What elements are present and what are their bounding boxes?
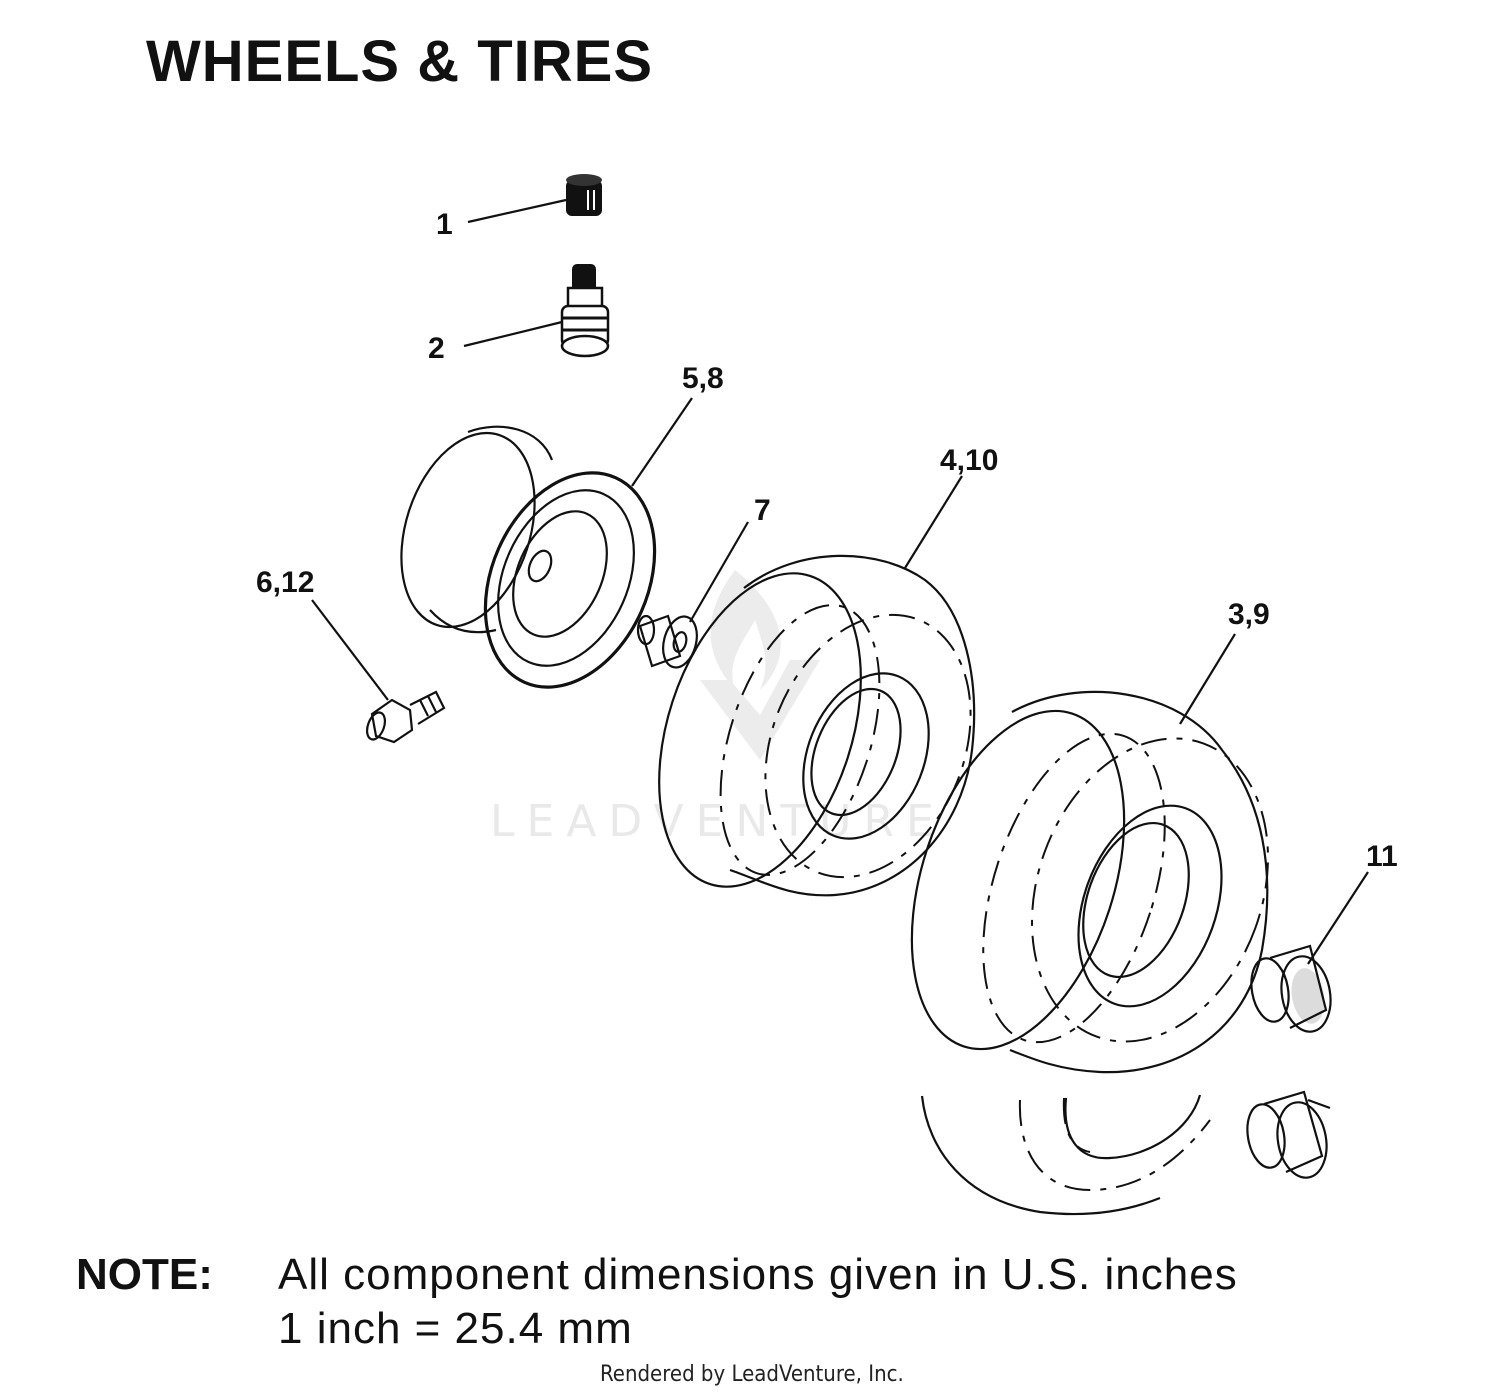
callout-1: 1 — [436, 208, 453, 241]
note-conversion-text: 1 inch = 25.4 mm — [278, 1304, 633, 1353]
callout-7: 7 — [754, 494, 771, 527]
note-dimensions-text: All component dimensions given in U.S. i… — [278, 1250, 1238, 1299]
leader-line-39 — [1179, 633, 1236, 725]
lower-hub-cap-part — [1246, 1090, 1331, 1179]
note-label: NOTE: — [76, 1250, 213, 1299]
front-tire-part — [658, 554, 976, 897]
callout-11: 11 — [1366, 840, 1398, 873]
bushing-part — [636, 614, 698, 669]
leader-line-11 — [1307, 871, 1369, 965]
callout-2: 2 — [428, 332, 445, 365]
leader-line-58 — [631, 397, 693, 487]
leader-line-410 — [904, 475, 963, 569]
rendered-by-footer: Rendered by LeadVenture, Inc. — [600, 1362, 904, 1387]
callout-3-9: 3,9 — [1228, 598, 1270, 631]
callout-4-10: 4,10 — [940, 444, 998, 477]
page-title: WHEELS & TIRES — [146, 29, 654, 94]
leader-line-7 — [689, 521, 749, 623]
watermark-logo — [700, 570, 820, 760]
watermark-text: LEADVENTURE — [490, 796, 946, 847]
leader-line-1 — [467, 198, 567, 224]
valve-stem-part — [560, 264, 610, 358]
leader-line-2 — [463, 320, 563, 348]
rear-tire-part — [910, 690, 1269, 1074]
hub-cap-part — [1250, 944, 1332, 1033]
partial-lower-tire — [920, 1094, 1211, 1216]
grease-fitting-part — [365, 690, 446, 744]
callout-6-12: 6,12 — [256, 566, 314, 599]
valve-cap-part — [566, 174, 602, 216]
wheel-rim-part — [400, 425, 657, 689]
leader-line-612 — [311, 599, 389, 701]
callout-5-8: 5,8 — [682, 362, 724, 395]
